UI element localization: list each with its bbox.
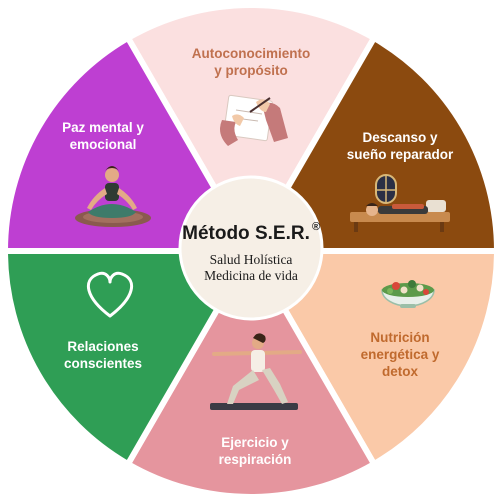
label-paz-1: Paz mental y: [62, 120, 144, 135]
center-line-1: Salud Holística: [210, 252, 293, 267]
label-ejercicio-2: respiración: [219, 452, 292, 467]
label-autoconocimiento-2: y propósito: [214, 63, 288, 78]
segment-nutricion: [248, 248, 500, 468]
registered-mark: ®: [312, 221, 320, 233]
yoga-pose-icon: [210, 333, 302, 410]
label-descanso-2: sueño reparador: [347, 147, 454, 162]
label-autoconocimiento-1: Autoconocimiento: [192, 46, 311, 61]
segment-relaciones: [2, 248, 254, 468]
label-ejercicio-1: Ejercicio y: [221, 435, 289, 450]
center-title: Método S.E.R.: [182, 223, 310, 244]
label-nutricion-2: energética y: [361, 347, 440, 362]
label-relaciones-2: conscientes: [64, 356, 142, 371]
label-nutricion-1: Nutrición: [370, 330, 429, 345]
meditation-icon: [75, 166, 151, 227]
label-nutricion-3: detox: [382, 364, 418, 379]
segment-paz: [2, 34, 254, 254]
center-line-2: Medicina de vida: [204, 268, 298, 283]
label-relaciones-1: Relaciones: [67, 339, 138, 354]
writing-hand-icon: [220, 94, 288, 146]
heart-outline-icon: [87, 271, 133, 318]
salad-bowl-icon: [381, 280, 435, 308]
center-circle: [178, 175, 324, 321]
sleeping-person-icon: [350, 174, 450, 232]
label-descanso-1: Descanso y: [362, 130, 438, 145]
segment-descanso: [248, 34, 500, 254]
label-paz-2: emocional: [70, 137, 137, 152]
